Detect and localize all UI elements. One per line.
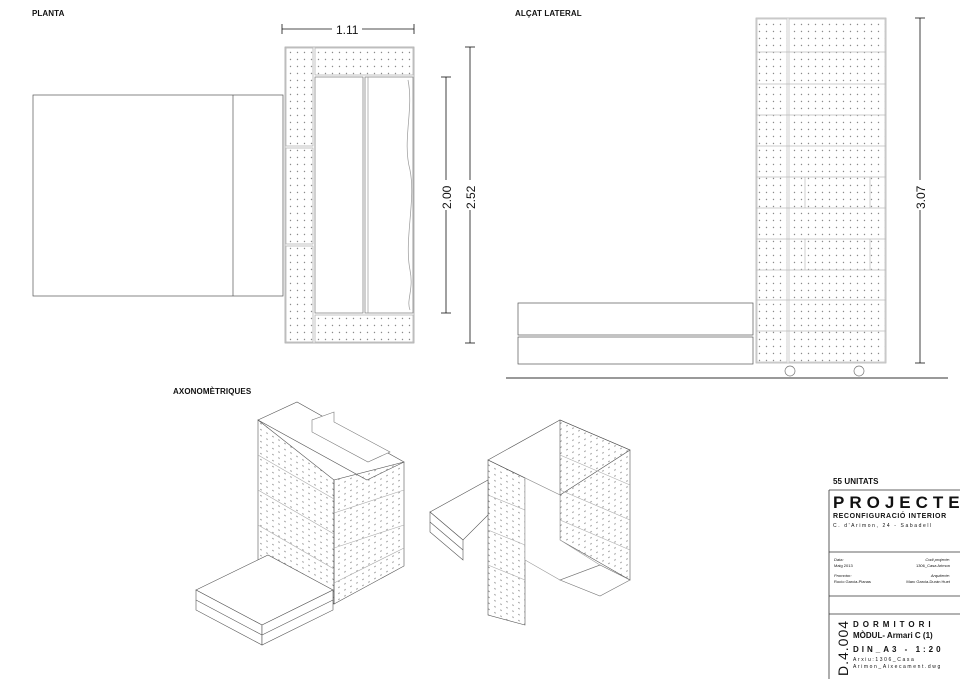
sheet-code: D.4.004 (835, 619, 851, 676)
plan-label: PLANTA (32, 9, 65, 18)
room-name: DORMITORI (853, 620, 935, 629)
dimension-width: 1.11 (336, 23, 359, 37)
plan-wardrobe (284, 46, 415, 344)
module-name: MÒDUL- Armari C (1) (853, 631, 933, 640)
architect-label: Arquitecte: (930, 573, 950, 578)
title-block-frame (828, 489, 960, 679)
project-title: PROJECTE (833, 493, 960, 512)
plan-view (32, 46, 415, 344)
dimension-inner-height: 2.00 (440, 185, 454, 209)
title-block: PROJECTE RECONFIGURACIÓ INTERIOR C. d'Ar… (829, 490, 960, 679)
dimension-elevation-height: 3.07 (914, 185, 928, 209)
dimension-outer-height: 2.52 (464, 185, 478, 209)
units-label: 55 UNITATS (833, 477, 879, 486)
code-label: Codi projecte: (925, 557, 950, 562)
date-label: Data: (834, 557, 844, 562)
architect-value: Marc Garcia-Durán Huet (906, 579, 950, 584)
file-name-1: Arxiu:1306_Casa (853, 657, 916, 663)
code-value: 1306_Casa Arimon (915, 563, 950, 568)
plan-bed (32, 94, 284, 297)
project-subtitle: RECONFIGURACIÓ INTERIOR (833, 513, 947, 520)
paper-format: DIN_A3 - 1:20 (853, 645, 944, 654)
axonometric-label: AXONOMÈTRIQUES (173, 387, 252, 396)
axonometric-left (195, 401, 405, 646)
promoter-value: Rocío Garcia-Planas (834, 579, 871, 584)
elevation-label: ALÇAT LATERAL (515, 9, 582, 18)
elevation-view (506, 17, 948, 379)
date-value: Maig 2013 (834, 563, 853, 568)
file-name-2: Arimon_Aixecament.dwg (853, 664, 942, 670)
axonometric-right (429, 419, 631, 626)
promoter-label: Promotor: (834, 573, 852, 578)
project-address: C. d'Arimon, 24 - Sabadell (833, 523, 933, 529)
